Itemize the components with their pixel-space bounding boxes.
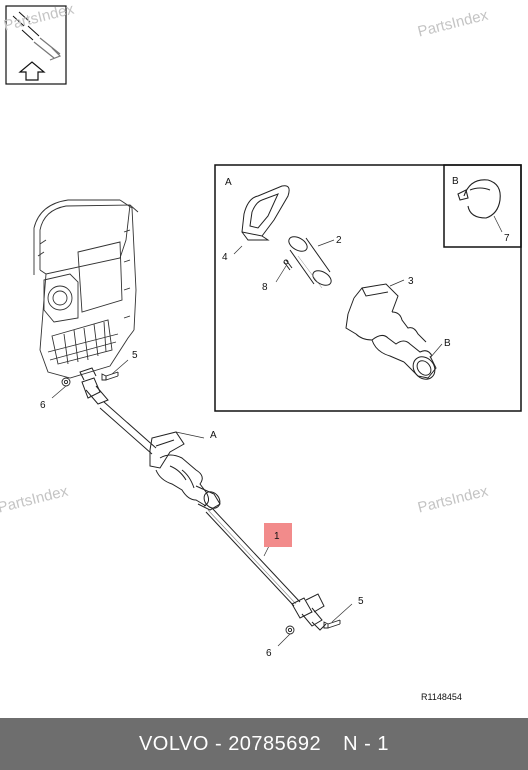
detail-b-item-7[interactable]: 7 — [504, 233, 510, 244]
detail-a-ref-b: B — [444, 338, 451, 349]
detail-a-item-8[interactable]: 8 — [262, 282, 268, 293]
callout-main-shaft[interactable]: 1 — [274, 531, 280, 542]
detail-b-frame — [443, 164, 522, 248]
cab-structure — [33, 199, 139, 379]
part-footer: VOLVO - 20785692 N - 1 — [0, 718, 528, 770]
footer-separator: - — [208, 732, 229, 755]
steering-shaft — [79, 367, 327, 631]
callout-screw-bottom[interactable]: 5 — [358, 596, 364, 607]
detail-a-item-3[interactable]: 3 — [408, 276, 414, 287]
footer-position: N - 1 — [343, 732, 390, 755]
detail-a-parts — [241, 185, 437, 380]
parts-diagram: 1 5 6 A 5 6 — [5, 5, 522, 659]
drawing-reference: R1148454 — [421, 692, 462, 702]
detail-a-frame — [214, 164, 522, 412]
orientation-icon — [5, 5, 67, 85]
callout-detail-a-ref: A — [210, 430, 217, 441]
footer-part-number: 20785692 — [228, 732, 322, 755]
detail-a-title: A — [225, 177, 232, 188]
callout-screw-top[interactable]: 5 — [132, 350, 138, 361]
detail-a-item-4[interactable]: 4 — [222, 252, 228, 263]
callout-nut-top[interactable]: 6 — [40, 400, 46, 411]
leader-lines-detail — [233, 215, 503, 359]
hose-clamp — [457, 179, 501, 219]
callout-nut-bottom[interactable]: 6 — [266, 648, 272, 659]
leader-lines-main — [51, 359, 353, 647]
detail-a-item-2[interactable]: 2 — [336, 235, 342, 246]
footer-brand: VOLVO — [138, 732, 209, 755]
detail-b-title: B — [452, 176, 459, 187]
highlight-box-item-1 — [264, 523, 292, 547]
